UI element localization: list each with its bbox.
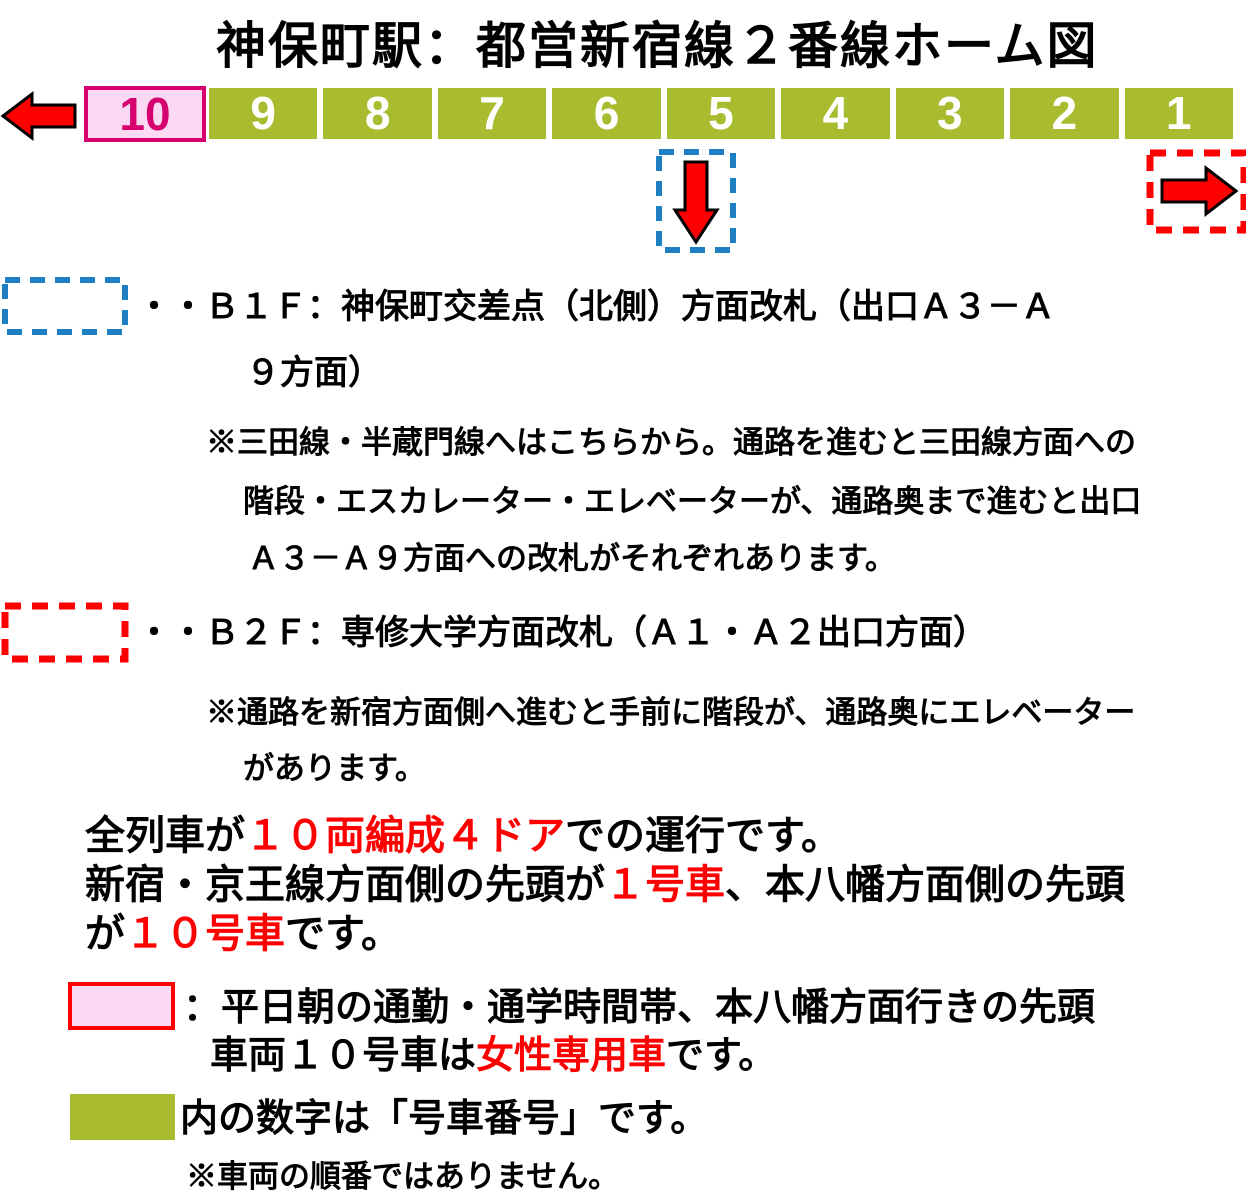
b1f-note-line1: ※三田線・半蔵門線へはこちらから。通路を進むと三田線方面への — [206, 425, 1136, 460]
car-row: 9 8 7 6 5 4 3 2 1 — [209, 88, 1233, 139]
car-box-3: 3 — [895, 88, 1005, 139]
train-info-line2-text2: 、本八幡方面側の先頭 — [725, 863, 1125, 907]
b1f-gate-marker — [656, 149, 736, 253]
b2f-heading-line1: ・・Ｂ２Ｆ：専修大学方面改札（Ａ１・Ａ２出口方面） — [137, 614, 987, 652]
car-number-legend-note: ※車両の順番ではありません。 — [186, 1159, 620, 1194]
train-info-line1-text2: での運行です。 — [565, 814, 841, 858]
women-only-legend-line2-text: 車両１０号車は — [210, 1035, 477, 1077]
women-only-legend-line1: ：平日朝の通勤・通学時間帯、本八幡方面行きの先頭 — [183, 987, 1096, 1029]
red-dashed-box-icon — [1, 602, 129, 663]
b1f-heading-line1: ・・Ｂ１Ｆ：神保町交差点（北側）方面改札（出口Ａ３－Ａ — [137, 288, 1055, 326]
b2f-gate-marker — [1146, 149, 1246, 234]
page-title: 神保町駅：都営新宿線２番線ホーム図 — [216, 18, 1099, 74]
b1f-note-line3: Ａ３－Ａ９方面への改札がそれぞれあります。 — [248, 541, 896, 576]
left-arrow-icon — [0, 91, 77, 141]
train-info-line1-red: １０両編成４ドア — [245, 814, 565, 858]
train-info-line3-text2: です。 — [285, 912, 401, 956]
b2f-note-line1: ※通路を新宿方面側へ進むと手前に階段が、通路奥にエレベーター — [206, 695, 1136, 730]
car-box-9: 9 — [209, 88, 318, 139]
women-only-legend-line2-red: 女性専用車 — [476, 1035, 667, 1077]
b1f-heading-line2: ９方面） — [246, 354, 382, 392]
car-box-2: 2 — [1010, 88, 1119, 139]
women-only-legend-line2-text2: です。 — [666, 1035, 777, 1077]
blue-dashed-box-icon — [656, 149, 736, 253]
train-info-line1: 全列車が１０両編成４ドアでの運行です。 — [85, 813, 841, 859]
car-number-legend-swatch — [70, 1094, 175, 1140]
b1f-note-line2: 階段・エスカレーター・エレベーターが、通路奥まで進むと出口 — [243, 484, 1142, 519]
train-info-line3: が１０号車です。 — [85, 911, 401, 957]
car-box-1: 1 — [1124, 88, 1233, 139]
b2f-note-line2: があります。 — [243, 751, 426, 786]
car-box-5: 5 — [666, 88, 776, 139]
train-info-line2-red: １号車 — [605, 863, 725, 907]
b2f-legend-box — [1, 602, 129, 663]
car-number-legend-text: 内の数字は「号車番号」です。 — [180, 1098, 709, 1140]
train-info-line3-text: が — [85, 912, 125, 956]
car-box-8: 8 — [323, 88, 432, 139]
train-info-line2: 新宿・京王線方面側の先頭が１号車、本八幡方面側の先頭 — [85, 862, 1125, 908]
women-only-legend-swatch — [68, 982, 175, 1030]
train-info-line1-text: 全列車が — [85, 814, 245, 858]
train-info-line2-text: 新宿・京王線方面側の先頭が — [85, 863, 605, 907]
car-box-7: 7 — [437, 88, 547, 139]
right-arrow-icon — [1160, 164, 1239, 218]
women-only-legend-line2: 車両１０号車は女性専用車です。 — [210, 1033, 776, 1079]
car-box-10: 10 — [84, 86, 206, 142]
down-arrow-icon — [672, 160, 720, 245]
b1f-legend-box — [2, 277, 128, 335]
car-box-4: 4 — [781, 88, 890, 139]
red-dashed-box-icon — [1146, 149, 1246, 234]
train-info-line3-red: １０号車 — [125, 912, 285, 956]
car-box-6: 6 — [552, 88, 661, 139]
blue-dashed-box-icon — [2, 277, 128, 335]
